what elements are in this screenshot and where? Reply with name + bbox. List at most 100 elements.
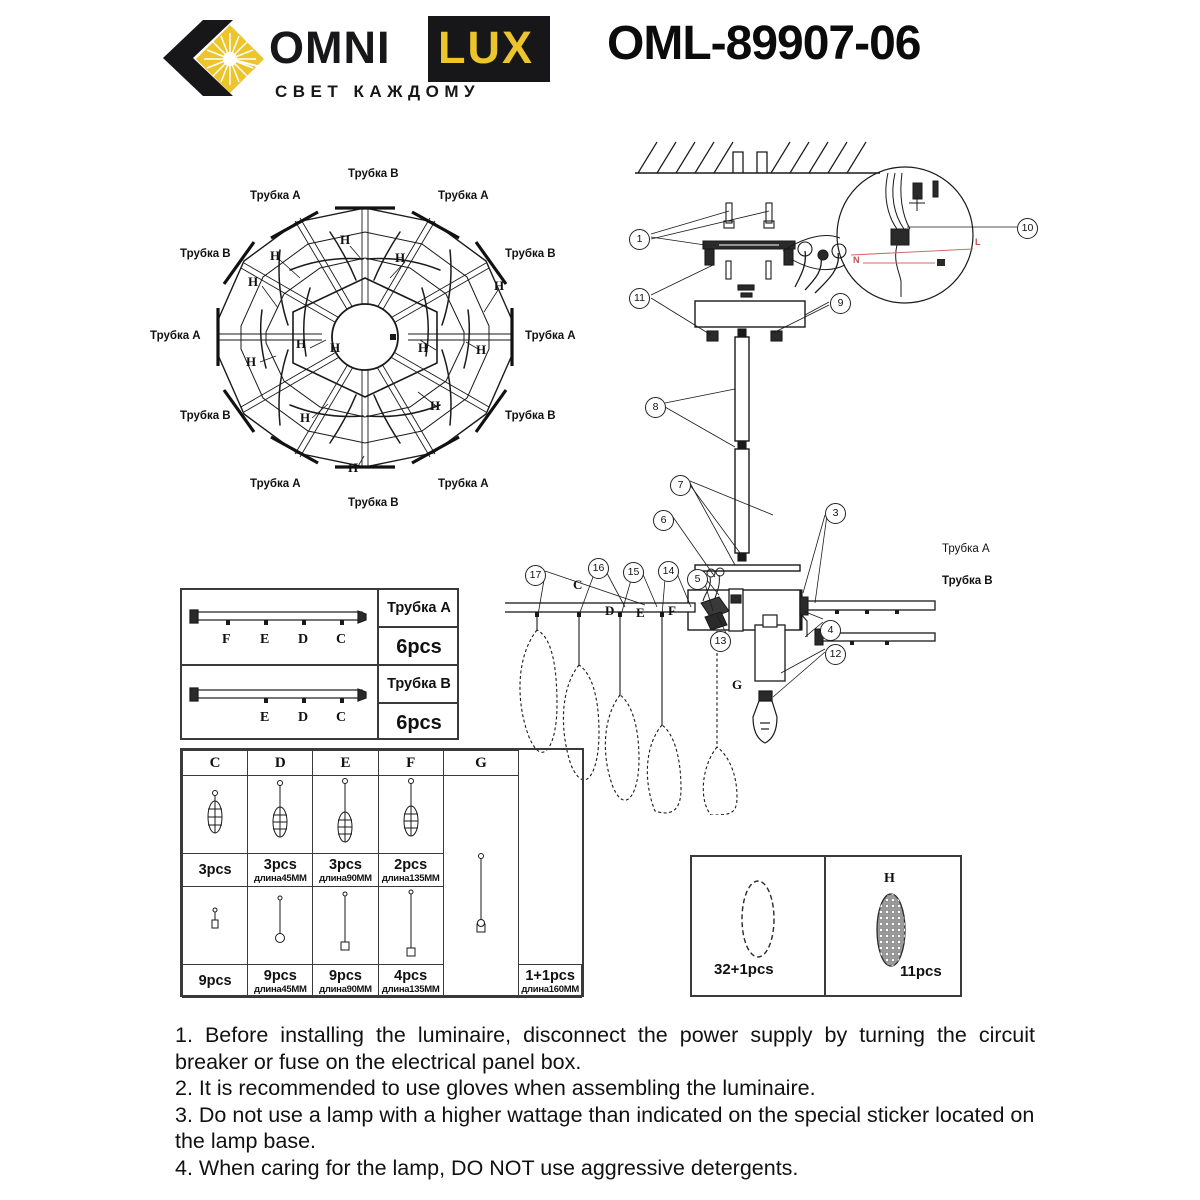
tube-b-letter: D bbox=[298, 710, 309, 725]
parts-header-e: E bbox=[312, 750, 379, 776]
parts-header-d: D bbox=[247, 750, 314, 776]
part-pic-c1 bbox=[181, 775, 249, 854]
brand-tagline: СВЕТ КАЖДОМУ bbox=[275, 82, 481, 101]
assembly-svg bbox=[494, 141, 1017, 816]
h-part-label: H bbox=[395, 250, 406, 265]
circle-tube-label: Трубка В bbox=[180, 248, 231, 260]
instruction-line-1: 1. Before installing the luminaire, disc… bbox=[175, 1023, 1035, 1074]
callout-3: 3 bbox=[825, 503, 846, 524]
parts-header-g: G bbox=[442, 750, 520, 776]
assembly-tube-b-label: Трубка В bbox=[942, 575, 993, 587]
circle-tube-label: Трубка А bbox=[525, 330, 576, 342]
h-part-label: H bbox=[494, 278, 505, 293]
part-qty-c2: 9pcs bbox=[181, 964, 249, 998]
callout-14: 14 bbox=[658, 561, 679, 582]
parts-pic-row-2 bbox=[181, 886, 582, 965]
h-part-label: H bbox=[296, 336, 307, 351]
part-qty-e2: 9pcs длина90ММ bbox=[312, 964, 379, 998]
parts-header-c: C bbox=[181, 750, 249, 776]
parts-header-row: C D E F G bbox=[181, 750, 582, 776]
page-header: OMNI LUX СВЕТ КАЖДОМУ OML-89907-06 bbox=[0, 0, 1200, 120]
crystal-ring-cell: 32+1pcs bbox=[692, 857, 826, 995]
callout-13: 13 bbox=[710, 631, 731, 652]
callout-15: 15 bbox=[623, 562, 644, 583]
assembly-exploded-diagram: 1 11 9 10 8 7 6 3 17 16 15 14 5 4 13 12 … bbox=[494, 125, 1065, 816]
circle-tube-label: Трубка В bbox=[348, 168, 399, 180]
crystal-h-label: H bbox=[884, 871, 895, 886]
crystal-ring-qty: 32+1pcs bbox=[714, 961, 774, 978]
brand-logo: OMNI LUX СВЕТ КАЖДОМУ bbox=[163, 14, 550, 106]
part-pic-c2 bbox=[181, 886, 249, 965]
tube-b-letter: E bbox=[260, 710, 270, 725]
callout-11: 11 bbox=[629, 288, 650, 309]
part-pic-e1 bbox=[312, 775, 379, 854]
callout-17: 17 bbox=[525, 565, 546, 586]
tube-a-letter: E bbox=[260, 632, 270, 647]
tube-b-drawing: E D C bbox=[182, 666, 377, 740]
tube-a-name: Трубка А bbox=[387, 600, 451, 616]
callout-9: 9 bbox=[830, 293, 851, 314]
parts-qty-row-1: 3pcs 3pcs длина45ММ 3pcs длина90ММ 2pcs … bbox=[181, 853, 582, 887]
circle-tube-label: Трубка В bbox=[180, 410, 231, 422]
parts-qty-row-2: 9pcs 9pcs длина45ММ 9pcs длина90ММ 4pcs … bbox=[181, 964, 582, 998]
tube-row-a: F E D C Трубка А 6pcs bbox=[182, 590, 459, 664]
callout-7: 7 bbox=[670, 475, 691, 496]
h-part-label: H bbox=[430, 398, 441, 413]
brand-lux-text: LUX bbox=[438, 22, 534, 73]
strand-label-e: E bbox=[636, 605, 645, 620]
part-pic-f1 bbox=[377, 775, 444, 854]
circle-tube-label: Трубка А bbox=[150, 330, 201, 342]
circle-tube-label: Трубка В bbox=[348, 497, 399, 509]
h-part-label: H bbox=[340, 232, 351, 247]
tube-b-name: Трубка В bbox=[387, 676, 451, 692]
model-code: OML-89907-06 bbox=[607, 17, 921, 70]
h-part-label: H bbox=[330, 340, 341, 355]
h-part-label: H bbox=[270, 248, 281, 263]
crystal-beaded-icon bbox=[876, 893, 906, 967]
lux-badge-background bbox=[428, 16, 550, 82]
h-part-label: H bbox=[248, 274, 259, 289]
parts-pic-row-1 bbox=[181, 775, 582, 998]
part-pic-d1 bbox=[247, 775, 314, 854]
callout-12: 12 bbox=[825, 644, 846, 665]
part-qty-g: 1+1pcs длина160ММ bbox=[518, 964, 582, 998]
crystal-ring-box: 32+1pcs H 11pcs bbox=[690, 855, 962, 997]
callout-1: 1 bbox=[629, 229, 650, 250]
strand-label-c: C bbox=[573, 577, 583, 592]
chevron-left-icon bbox=[163, 20, 233, 96]
part-qty-d1: 3pcs длина45ММ bbox=[247, 853, 314, 887]
frame-layout-diagram: Трубка В Трубка А Трубка А Трубка В Труб… bbox=[150, 160, 580, 515]
part-pic-d2 bbox=[247, 886, 314, 965]
crystal-h-cell: H 11pcs bbox=[826, 857, 960, 995]
parts-header-f: F bbox=[377, 750, 444, 776]
frame-layout-svg bbox=[216, 206, 514, 469]
wire-label-n: N bbox=[853, 255, 860, 265]
circle-tube-label: Трубка В bbox=[505, 410, 556, 422]
circle-tube-label: Трубка А bbox=[438, 190, 489, 202]
tube-a-letter: F bbox=[222, 632, 231, 647]
h-part-label: H bbox=[418, 340, 429, 355]
part-qty-d2: 9pcs длина45ММ bbox=[247, 964, 314, 998]
tube-a-drawing: F E D C bbox=[182, 590, 377, 664]
brand-omni-text: OMNI bbox=[269, 22, 391, 73]
strand-label-g: G bbox=[732, 677, 743, 692]
h-part-label: H bbox=[300, 410, 311, 425]
circle-tube-label: Трубка А bbox=[250, 478, 301, 490]
tube-a-letter: C bbox=[336, 632, 347, 647]
tube-row-b: E D C Трубка В 6pcs bbox=[182, 664, 459, 740]
callout-6: 6 bbox=[653, 510, 674, 531]
crystal-parts-table: C D E F G bbox=[180, 748, 584, 998]
circle-tube-label: Трубка А bbox=[250, 190, 301, 202]
strand-label-f: F bbox=[668, 603, 676, 618]
safety-instructions: 1. Before installing the luminaire, disc… bbox=[175, 1022, 1035, 1181]
wire-label-l: L bbox=[975, 237, 981, 247]
part-qty-f2: 4pcs длина135ММ bbox=[377, 964, 444, 998]
part-pic-g bbox=[442, 775, 520, 998]
crystal-h-qty: 11pcs bbox=[900, 963, 942, 980]
callout-10: 10 bbox=[1017, 218, 1038, 239]
part-qty-e1: 3pcs длина90ММ bbox=[312, 853, 379, 887]
assembly-tube-a-label: Трубка А bbox=[942, 543, 990, 555]
part-qty-f1: 2pcs длина135ММ bbox=[377, 853, 444, 887]
callout-8: 8 bbox=[645, 397, 666, 418]
strand-label-d: D bbox=[605, 603, 615, 618]
